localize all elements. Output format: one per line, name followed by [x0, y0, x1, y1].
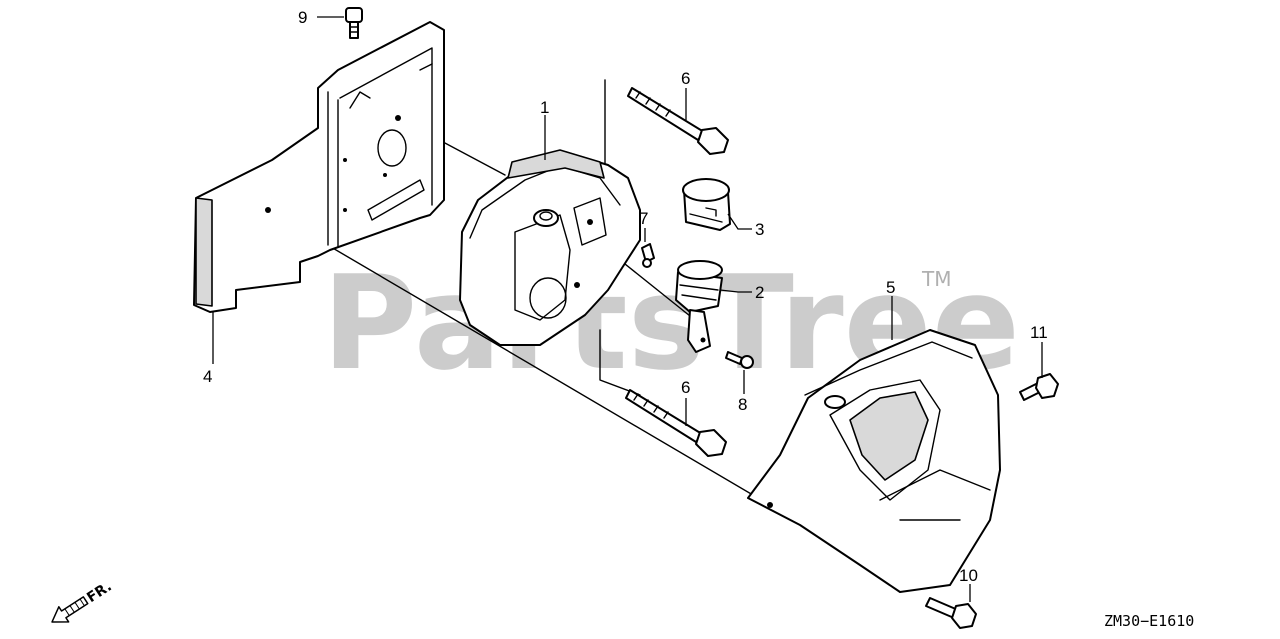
label-part-10: 10 — [959, 566, 978, 585]
label-part-3: 3 — [755, 220, 764, 239]
part-1-muffler — [459, 149, 641, 346]
callout-leaders — [212, 16, 1043, 602]
part-3-cap — [682, 178, 731, 231]
front-direction-arrow: FR. — [51, 579, 115, 623]
part-9-bolt — [345, 7, 363, 39]
label-part-6-lower: 6 — [681, 378, 690, 397]
part-2-spark-arrester — [675, 260, 723, 353]
label-part-1: 1 — [540, 98, 549, 117]
label-part-7: 7 — [639, 209, 648, 228]
label-part-11: 11 — [1030, 323, 1048, 342]
front-direction-label: FR. — [84, 579, 114, 607]
part-6-upper-bolt — [627, 87, 729, 155]
part-7-screw — [641, 243, 655, 268]
part-4-heat-shield — [193, 21, 445, 313]
diagram-code: ZM30−E1610 — [1104, 612, 1194, 630]
part-10-bolt — [925, 597, 977, 629]
label-part-2: 2 — [755, 283, 764, 302]
part-5-muffler-protector — [747, 329, 1001, 593]
label-part-8: 8 — [738, 395, 747, 414]
label-part-4: 4 — [203, 367, 212, 386]
trademark-mark: TM — [921, 267, 951, 291]
label-part-9: 9 — [298, 8, 307, 27]
label-part-5: 5 — [886, 278, 895, 297]
part-8-screw — [725, 351, 754, 369]
part-11-bolt — [1019, 373, 1059, 401]
part-6-lower-bolt — [625, 389, 727, 457]
label-part-6-upper: 6 — [681, 69, 690, 88]
